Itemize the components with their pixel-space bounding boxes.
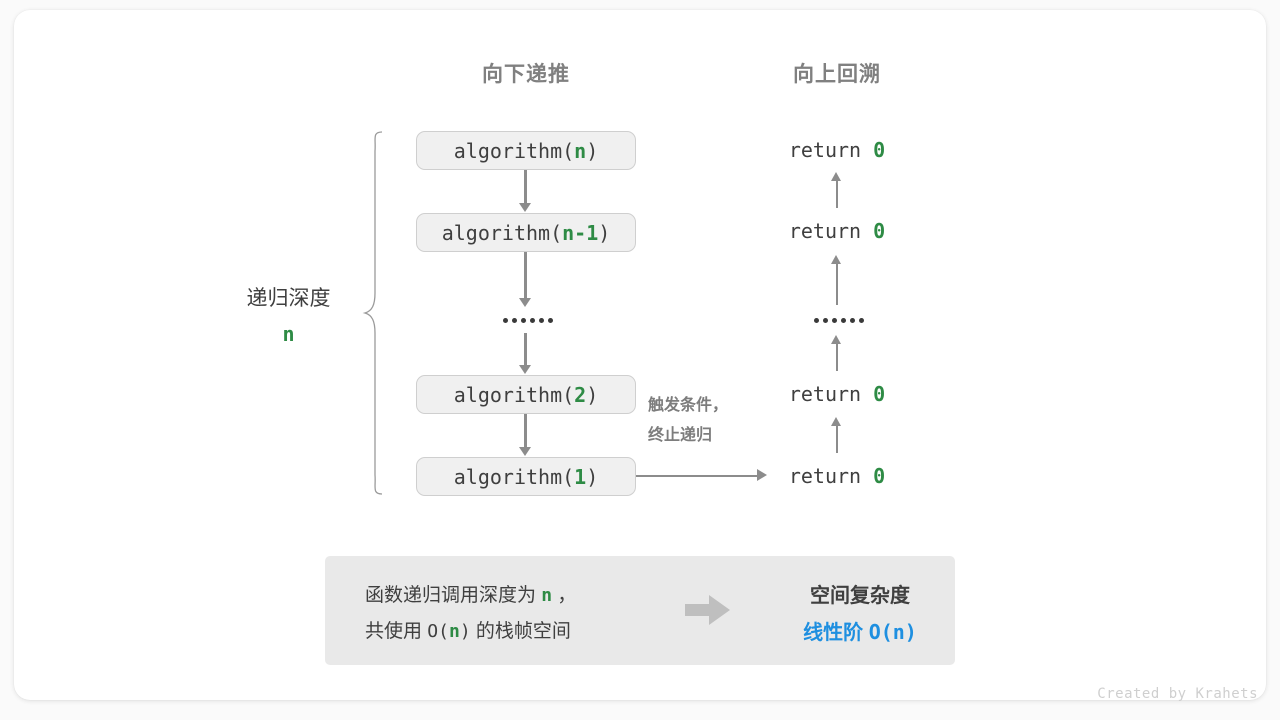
depth-brace-icon [362, 131, 383, 495]
return-label-0: return 0 [737, 138, 937, 162]
trigger-condition-note-line1: 触发条件， [648, 397, 729, 414]
summary-left-line2-n: n [448, 621, 460, 642]
summary-left-line2-o: O( [427, 621, 449, 642]
ellipsis-dots-right [814, 318, 864, 323]
column-header-upward: 向上回溯 [793, 63, 881, 86]
call-box-1[interactable]: algorithm(n-1) [416, 213, 636, 252]
recursion-depth-label: 递归深度 [246, 287, 331, 310]
return-label-2-keyword: return [788, 382, 862, 406]
call-box-3[interactable]: algorithm(1) [416, 457, 636, 496]
call-box-0-suffix: ) [586, 138, 599, 163]
return-label-1-keyword: return [788, 219, 862, 243]
call-box-0-arg: n [574, 138, 587, 163]
trigger-condition-note: 触发条件， 终止递归 [648, 391, 728, 451]
summary-right-text: 空间复杂度 线性阶 O(n) [765, 578, 955, 651]
recursion-depth-value: n [282, 322, 295, 346]
return-label-2: return 0 [737, 382, 937, 406]
credit-text: Created by Krahets [1097, 686, 1258, 702]
return-label-3-value: 0 [873, 464, 886, 488]
summary-left-line2-b: 的栈帧空间 [470, 621, 571, 642]
call-box-3-arg: 1 [574, 464, 587, 489]
call-box-1-suffix: ) [598, 220, 611, 245]
ellipsis-dots-left [503, 318, 553, 323]
return-label-2-value: 0 [873, 382, 886, 406]
summary-left-line1-a: 函数递归调用深度为 [365, 585, 542, 606]
summary-left-line1-n: n [541, 585, 553, 606]
call-box-2-arg: 2 [574, 382, 587, 407]
trigger-condition-note-line2: 终止递归 [648, 427, 713, 444]
summary-complexity: 线性阶 O(n) [765, 614, 955, 651]
return-label-0-value: 0 [873, 138, 886, 162]
summary-left-line2-a: 共使用 [365, 621, 428, 642]
call-box-3-suffix: ) [586, 464, 599, 489]
call-box-0[interactable]: algorithm(n) [416, 131, 636, 170]
summary-complexity-value: O(n) [868, 620, 917, 644]
call-box-2-prefix: algorithm( [453, 382, 575, 407]
summary-left-line2-c: ) [459, 621, 471, 642]
call-box-2-suffix: ) [586, 382, 599, 407]
call-box-3-prefix: algorithm( [453, 464, 575, 489]
recursion-depth-label-group: 递归深度 n [216, 282, 361, 346]
summary-complexity-label: 线性阶 [803, 622, 869, 644]
column-header-downward: 向下递推 [482, 63, 570, 86]
call-box-0-prefix: algorithm( [453, 138, 575, 163]
summary-left-line1: 函数递归调用深度为 n ， [365, 578, 576, 614]
call-box-1-arg: n-1 [562, 220, 599, 245]
summary-left-text: 函数递归调用深度为 n ， 共使用 O(n) 的栈帧空间 [365, 578, 576, 650]
right-block-arrow-icon [685, 595, 730, 625]
summary-left-line1-b: ， [552, 585, 577, 606]
summary-title: 空间复杂度 [810, 585, 910, 607]
call-box-2[interactable]: algorithm(2) [416, 375, 636, 414]
call-box-1-prefix: algorithm( [441, 220, 563, 245]
return-label-1: return 0 [737, 219, 937, 243]
summary-panel: 函数递归调用深度为 n ， 共使用 O(n) 的栈帧空间 空间复杂度 线性阶 O… [325, 556, 955, 665]
summary-left-line2: 共使用 O(n) 的栈帧空间 [365, 614, 576, 650]
return-label-3: return 0 [737, 464, 937, 488]
return-label-1-value: 0 [873, 219, 886, 243]
return-label-0-keyword: return [788, 138, 862, 162]
return-label-3-keyword: return [788, 464, 862, 488]
